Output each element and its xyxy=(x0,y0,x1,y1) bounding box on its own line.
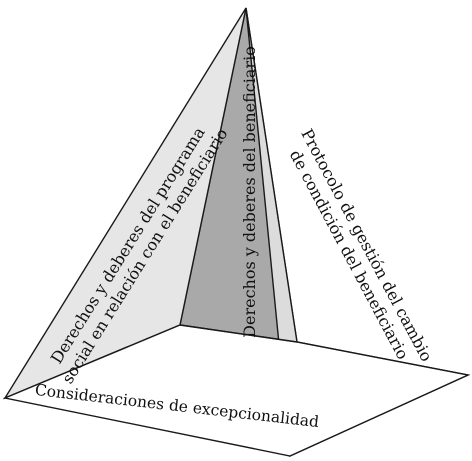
right-face-label-line2: de condición del beneficiario xyxy=(286,147,413,363)
base-back-edge-left xyxy=(179,324,298,343)
base-back-edge-right xyxy=(296,341,469,376)
right-face-label-line1: Protocolo de gestión del cambio xyxy=(297,126,436,365)
back-face-label: Derechos y deberes del beneficiario xyxy=(240,46,259,338)
